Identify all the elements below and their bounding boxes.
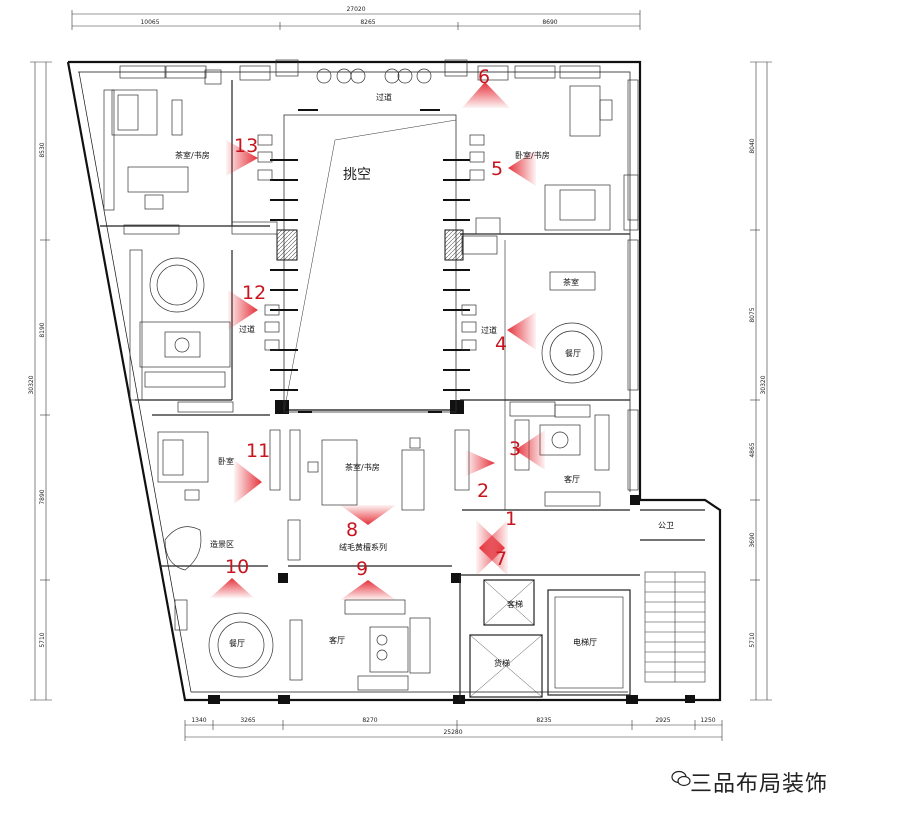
room-series: 绒毛黄檀系列	[339, 542, 387, 552]
marker-2-label: 2	[477, 480, 489, 502]
dim-right-seg-3: 4865	[749, 442, 756, 457]
wechat-icon	[671, 770, 691, 787]
marker-13-label: 13	[234, 135, 258, 157]
room-bedroom-left: 卧室	[218, 456, 234, 466]
room-corridor-right: 过道	[481, 325, 497, 335]
marker-7-label: 7	[495, 548, 507, 570]
room-freight-lift: 货梯	[494, 658, 510, 668]
dim-left-seg-1: 8530	[39, 142, 46, 157]
room-dining-left: 餐厅	[229, 639, 245, 648]
marker-2-shape	[466, 450, 495, 476]
dim-top-seg-2: 8265	[360, 19, 375, 26]
room-living-bottom: 客厅	[329, 635, 345, 645]
dimension-lines	[30, 10, 772, 741]
dim-bottom-total: 25280	[443, 729, 462, 736]
view-marker-labels: 1 2 3 4 5 6 7 8 9 10 11 12 13	[225, 66, 521, 580]
room-corridor-top: 过道	[376, 92, 392, 102]
furniture	[103, 59, 639, 691]
marker-12-shape	[228, 290, 258, 330]
dim-left-total: 30320	[28, 375, 35, 394]
room-living-right: 客厅	[564, 474, 580, 484]
structural-columns	[208, 229, 695, 704]
dim-right-seg-4: 3690	[749, 532, 756, 547]
marker-3-label: 3	[509, 438, 521, 460]
dim-right-total: 30320	[760, 375, 767, 394]
marker-11-shape	[234, 460, 262, 504]
dim-right-seg-5: 5710	[749, 632, 756, 647]
void-area	[283, 114, 457, 413]
marker-11-label: 11	[246, 440, 270, 462]
marker-3-shape	[515, 430, 545, 470]
dim-left-seg-2: 8190	[39, 322, 46, 337]
room-elevator-hall: 电梯厅	[573, 637, 597, 647]
dim-bottom-seg-1: 1340	[191, 717, 206, 724]
dim-bottom-seg-5: 2925	[655, 717, 670, 724]
marker-4-label: 4	[495, 333, 507, 355]
dim-bottom-seg-3: 8270	[362, 717, 377, 724]
marker-9-label: 9	[356, 558, 368, 580]
stairs	[644, 571, 706, 683]
dim-top-total: 27020	[346, 6, 365, 13]
room-dining-right: 餐厅	[565, 349, 581, 358]
dim-left-seg-3: 7890	[39, 489, 46, 504]
marker-6-shape	[462, 82, 510, 108]
dim-top-seg-3: 8690	[542, 19, 557, 26]
outer-walls	[66, 60, 722, 702]
marker-6-label: 6	[478, 66, 490, 88]
dim-bottom-seg-6: 1250	[700, 717, 715, 724]
dim-right-seg-1: 8040	[749, 138, 756, 153]
room-tea-right: 茶室	[563, 277, 579, 287]
dim-bottom-seg-4: 8235	[536, 717, 551, 724]
marker-10-shape	[210, 578, 254, 598]
marker-10-label: 10	[225, 556, 249, 578]
marker-8-label: 8	[346, 519, 358, 541]
dim-bottom-seg-2: 3265	[240, 717, 255, 724]
room-tea-study-topleft: 茶室/书房	[175, 150, 210, 160]
view-marker-shapes	[210, 82, 545, 600]
marker-12-label: 12	[242, 282, 266, 304]
marker-4-shape	[507, 312, 536, 350]
marker-7-shape	[476, 520, 505, 576]
room-bed-study-topright: 卧室/书房	[515, 150, 550, 160]
room-corridor-left: 过道	[239, 324, 255, 334]
room-tea-study-center: 茶室/书房	[345, 462, 380, 472]
marker-13-shape	[226, 140, 258, 176]
dim-left-seg-4: 5710	[39, 632, 46, 647]
watermark-text: 三品布局装饰	[690, 772, 829, 797]
interior-partitions	[100, 80, 705, 700]
marker-8-shape	[340, 505, 396, 525]
marker-9-shape	[340, 580, 396, 600]
dimension-labels: 27020 10065 8265 8690 1340 3265 8270 823…	[28, 6, 767, 736]
dim-top-seg-1: 10065	[140, 19, 159, 26]
railing-dashes	[270, 109, 470, 413]
marker-5-shape	[508, 150, 536, 186]
room-public-wc: 公卫	[658, 521, 674, 530]
room-labels: 挑空 过道 茶室/书房 卧室/书房 过道 过道 茶室 餐厅 卧室 茶室/书房 客…	[175, 92, 674, 668]
room-guest-lift: 客梯	[507, 599, 523, 609]
marker-5-label: 5	[491, 158, 503, 180]
marker-1-label: 1	[505, 508, 517, 530]
room-scenery: 造景区	[210, 539, 234, 549]
dim-right-seg-2: 8075	[749, 307, 756, 322]
room-void: 挑空	[343, 167, 371, 183]
